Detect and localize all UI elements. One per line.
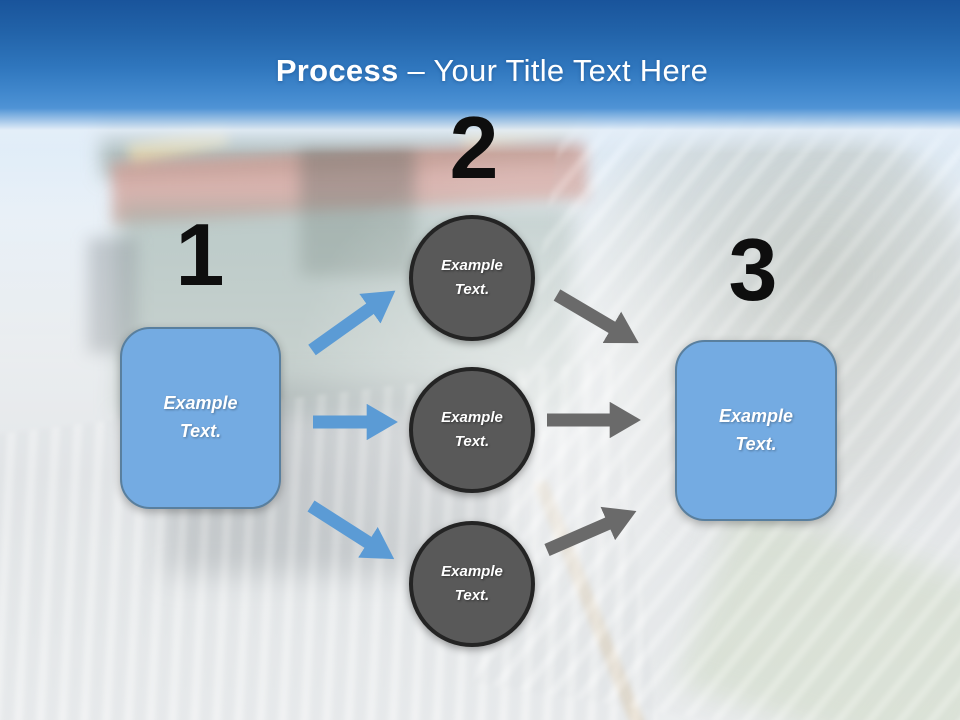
motion-streaks: [0, 358, 662, 720]
gray-arrow-bottom: [544, 506, 637, 556]
title-rest: – Your Title Text Here: [398, 53, 709, 88]
grass-blur: [677, 503, 960, 720]
step-1-number[interactable]: 1: [175, 205, 225, 304]
step-1-box[interactable]: Example Text.: [120, 327, 281, 509]
circle-middle-label: Example Text.: [441, 409, 503, 450]
step-3-box[interactable]: Example Text.: [675, 340, 837, 521]
header-band: [0, 0, 960, 108]
blue-arrow-bottom: [307, 500, 395, 560]
step-3-box-label: Example Text.: [718, 405, 794, 454]
process-circle-middle[interactable]: Example Text.: [409, 367, 535, 493]
circle-bottom-label: Example Text.: [441, 563, 503, 604]
rail-blur: [533, 479, 671, 720]
title-emphasis: Process: [275, 53, 399, 88]
step-2-number[interactable]: 2: [449, 98, 499, 197]
step-3-number[interactable]: 3: [728, 220, 778, 319]
train-grill-blur: [300, 146, 415, 276]
process-circle-bottom[interactable]: Example Text.: [409, 521, 535, 647]
slide-title[interactable]: Process – Your Title Text Here: [12, 53, 960, 89]
step-1-box-label: Example Text.: [163, 393, 238, 441]
blue-arrow-top: [308, 290, 396, 356]
process-circle-top[interactable]: Example Text.: [409, 215, 535, 341]
circle-top-label: Example Text.: [441, 257, 503, 298]
gray-arrow-top: [553, 289, 639, 344]
header-fade: [0, 108, 960, 154]
